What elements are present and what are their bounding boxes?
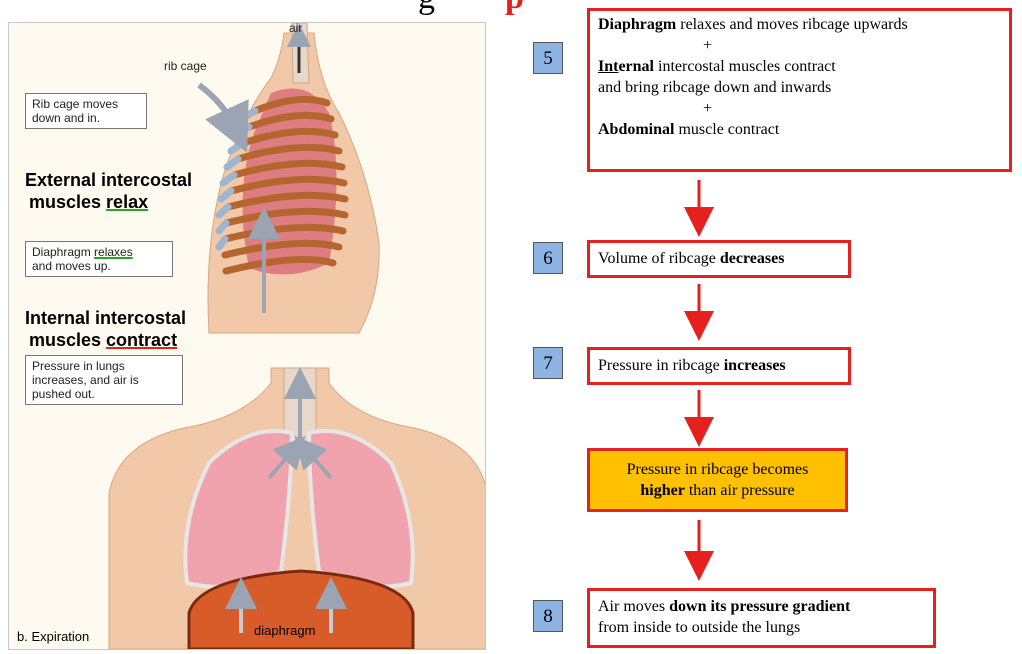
mid-line2: higher than air pressure <box>598 480 837 501</box>
internal-contract: contract <box>106 330 178 350</box>
external-relax: relax <box>106 192 149 212</box>
box6-text: Volume of ribcage <box>598 250 720 267</box>
external-line2: muscles relax <box>29 191 192 213</box>
box8-text: Air moves <box>598 598 670 615</box>
box7-bold: increases <box>723 357 786 374</box>
box5-plus: + <box>703 37 713 54</box>
box5-bold: Abdominal <box>598 121 675 138</box>
external-line2-pre: muscles <box>29 192 107 212</box>
box5-line4: Abdominal muscle contract <box>598 119 1001 140</box>
note-part: Diaphragm <box>32 245 95 259</box>
note-line: Pressure in lungs <box>32 359 125 373</box>
internal-line2: muscles contract <box>29 329 186 351</box>
box5-text: muscle contract <box>674 121 780 138</box>
box6-bold: decreases <box>719 250 785 267</box>
box5-text: relaxes and moves ribcage upwards <box>676 16 908 33</box>
box-step-6: Volume of ribcage decreases <box>587 240 851 278</box>
box-step-5: Diaphragm relaxes and moves ribcage upwa… <box>587 8 1012 172</box>
box5-plus: + <box>703 100 713 117</box>
mid-text: than air pressure <box>684 482 795 499</box>
box5-line1: Diaphragm relaxes and moves ribcage upwa… <box>598 14 1001 35</box>
note-line: pushed out. <box>32 387 95 401</box>
external-line1: External intercostal <box>25 170 193 190</box>
anatomy-drawing <box>108 23 485 649</box>
heading-red-text: p <box>505 0 524 16</box>
box-step-7: Pressure in ribcage increases <box>587 347 851 385</box>
external-intercostal-label: External intercostal muscles relax <box>25 169 192 213</box>
box5-line3: and bring ribcage down and inwards <box>598 79 832 96</box>
box-higher-pressure: Pressure in ribcage becomes higher than … <box>587 448 848 512</box>
internal-line2-pre: muscles <box>29 330 107 350</box>
rib-cage-label: rib cage <box>164 59 207 73</box>
box-step-8: Air moves down its pressure gradient fro… <box>587 588 936 648</box>
box5-bold: ernal <box>618 58 654 75</box>
step-number-5: 5 <box>533 42 563 74</box>
note-line: Rib cage moves <box>32 97 119 111</box>
heading-text: g <box>418 0 435 16</box>
step-number-6: 6 <box>533 242 563 274</box>
note-diaphragm: Diaphragm relaxes and moves up. <box>25 241 173 277</box>
box5-text: intercostal muscles contract <box>654 58 836 75</box>
note-line: Diaphragm relaxes <box>32 245 166 259</box>
box8-line2: from inside to outside the lungs <box>598 619 801 636</box>
ribs <box>221 95 349 275</box>
note-line: down and in. <box>32 111 101 125</box>
box7-text: Pressure in ribcage <box>598 357 724 374</box>
mid-bold: higher <box>640 482 685 499</box>
box5-bold-underline: Int <box>598 58 619 75</box>
air-label: air <box>289 21 303 35</box>
front-chest <box>108 367 485 649</box>
step-number-7: 7 <box>533 347 563 379</box>
box8-line1: Air moves down its pressure gradient <box>598 596 925 617</box>
note-pressure: Pressure in lungs increases, and air is … <box>25 355 183 405</box>
figure-caption: b. Expiration <box>17 629 90 644</box>
step-number-8: 8 <box>533 600 563 632</box>
box5-line2: Internal intercostal muscles contract <box>598 56 1001 77</box>
internal-line1: Internal intercostal <box>25 308 187 328</box>
mid-line1: Pressure in ribcage becomes <box>626 461 809 478</box>
diaphragm-label: diaphragm <box>254 623 316 638</box>
box5-bold: Diaphragm <box>598 16 677 33</box>
internal-intercostal-label: Internal intercostal muscles contract <box>25 307 186 351</box>
expiration-illustration: air rib cage Rib cage moves down and in.… <box>8 21 486 650</box>
heading-fragment: gp <box>418 0 524 16</box>
note-line: and moves up. <box>32 259 111 273</box>
note-rib-cage: Rib cage moves down and in. <box>25 93 147 129</box>
box8-bold: down its pressure gradient <box>669 598 851 615</box>
note-part: relaxes <box>94 245 133 259</box>
note-line: increases, and air is <box>32 373 139 387</box>
